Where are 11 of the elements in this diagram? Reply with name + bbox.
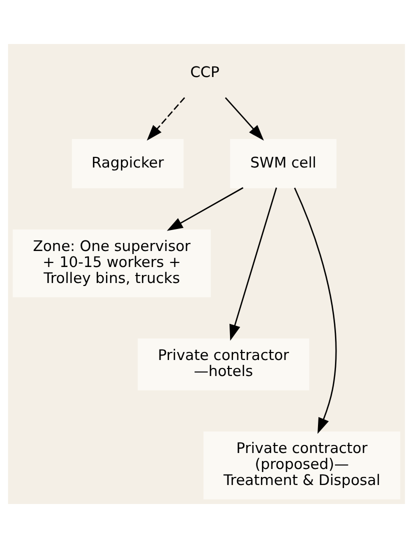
node-box: Ragpicker	[72, 139, 184, 188]
node-box: Private contractor —hotels	[138, 338, 310, 390]
node-text: CCP	[190, 64, 220, 81]
node-box: SWM cell	[230, 139, 336, 188]
arrow	[294, 188, 337, 434]
arrow	[146, 97, 186, 141]
node-box: Private contractor (proposed)— Treatment & Disposal	[204, 432, 400, 500]
arrow	[229, 188, 278, 341]
arrow	[166, 187, 244, 231]
arrow	[224, 97, 264, 141]
node-box: Zone: One supervisor + 10-15 workers + Trolley bins, trucks	[12, 229, 211, 298]
